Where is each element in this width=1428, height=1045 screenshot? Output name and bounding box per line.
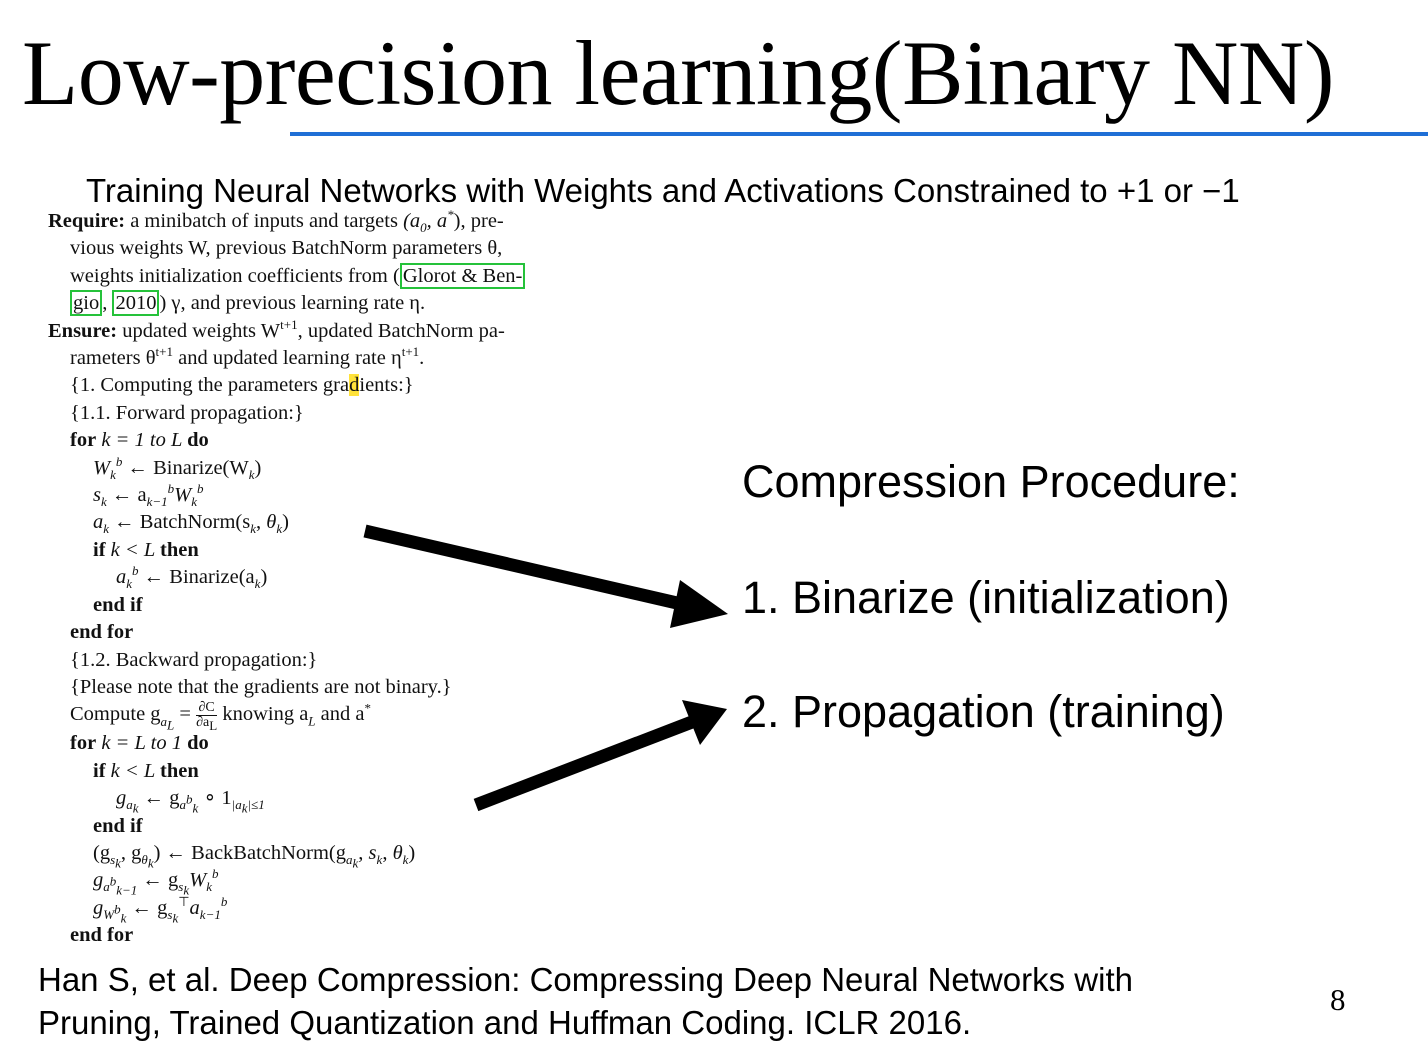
algo-comment-forward: {1.1. Forward propagation:} xyxy=(70,401,304,424)
algo-compute-line: Compute gaL = ∂C∂aL knowing aL and a* xyxy=(70,700,371,734)
algo-end-for-forward: end for xyxy=(70,621,134,644)
highlight-mark: d xyxy=(349,374,360,397)
algo-for-backward: for k = L to 1 do xyxy=(70,732,209,755)
citation-link-gio[interactable]: gio xyxy=(70,290,103,317)
arrow-forward-to-binarize xyxy=(363,524,728,628)
paper-title: Training Neural Networks with Weights an… xyxy=(86,172,1240,209)
algo-end-if-forward: end if xyxy=(93,593,143,616)
algo-end-if-backward: end if xyxy=(93,814,143,837)
algo-require-line-2: vious weights W, previous BatchNorm para… xyxy=(70,237,503,260)
algo-for-forward: for k = 1 to L do xyxy=(70,429,209,452)
algo-if-forward: if k < L then xyxy=(93,538,199,561)
fraction: ∂C∂aL xyxy=(196,700,218,734)
algo-comment-backward: {1.2. Backward propagation:} xyxy=(70,648,318,671)
reference-line-2: Pruning, Trained Quantization and Huffma… xyxy=(38,1004,972,1041)
procedure-step-binarize: 1. Binarize (initialization) xyxy=(742,572,1230,623)
slide-title: Low-precision learning(Binary NN) xyxy=(22,22,1334,124)
algo-line-backbatchnorm: (gsk, gθk) ← BackBatchNorm(gak, sk, θk) xyxy=(93,841,416,871)
algorithm-block: Require: a minibatch of inputs and targe… xyxy=(48,208,593,950)
procedure-heading: Compression Procedure: xyxy=(742,456,1240,507)
algo-line-grad-a: gak ← gabk ∘ 1|ak|≤1 xyxy=(116,787,265,816)
algo-line-binarize-w: Wkb ← Binarize(Wk) xyxy=(93,453,262,482)
citation-link-glorot[interactable]: Glorot & Ben- xyxy=(399,262,526,289)
algo-comment-gradients: {1. Computing the parameters gradients:} xyxy=(70,374,414,397)
algo-line-grad-ab: gabk−1 ← gskWkb xyxy=(93,866,219,899)
reference-citation: Han S, et al. Deep Compression: Compress… xyxy=(38,958,1298,1044)
algo-comment-note: {Please note that the gradients are not … xyxy=(70,675,452,698)
algo-if-backward: if k < L then xyxy=(93,759,199,782)
algo-require-line-4: gio, 2010) γ, and previous learning rate… xyxy=(48,290,593,317)
arrow-backward-to-propagation xyxy=(473,700,727,812)
algo-line-grad-w: gWbk ← gsk⊤ak−1b xyxy=(93,893,228,926)
algo-end-for-backward: end for xyxy=(70,924,134,947)
algo-line-binarize-a: akb ← Binarize(ak) xyxy=(116,563,268,592)
citation-link-year[interactable]: 2010 xyxy=(112,290,160,317)
title-underline xyxy=(290,132,1428,136)
procedure-step-propagation: 2. Propagation (training) xyxy=(742,686,1225,737)
algo-require-line-3: weights initialization coefficients from… xyxy=(48,262,593,290)
page-number: 8 xyxy=(1330,982,1346,1017)
algo-ensure-line-2: rameters θt+1 and updated learning rate … xyxy=(70,344,425,370)
algo-line-batchnorm: ak ← BatchNorm(sk, θk) xyxy=(93,511,289,537)
algo-line-s: sk ← ak−1bWkb xyxy=(93,481,204,510)
algo-require-line-1: Require: a minibatch of inputs and targe… xyxy=(48,207,504,236)
reference-line-1: Han S, et al. Deep Compression: Compress… xyxy=(38,961,1133,998)
algo-ensure-line-1: Ensure: updated weights Wt+1, updated Ba… xyxy=(48,316,505,342)
